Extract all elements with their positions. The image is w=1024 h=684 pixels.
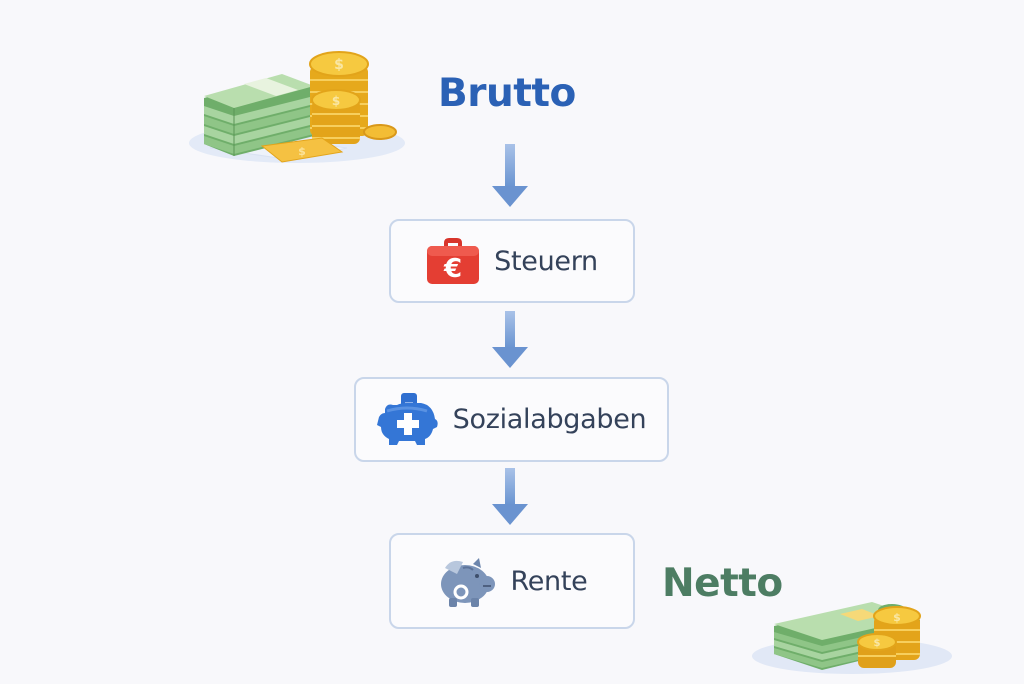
money-stack-coins-icon: $ $ (752, 602, 952, 674)
arrow-down-icon (492, 311, 528, 368)
money-stack-coins-icon: $ $ $ (189, 51, 405, 163)
step-sozialabgaben: Sozialabgaben (354, 377, 669, 462)
step-rente: Rente (389, 533, 635, 629)
step-label: Rente (510, 565, 588, 597)
svg-text:$: $ (874, 638, 881, 649)
step-label: Steuern (494, 245, 598, 277)
svg-text:$: $ (332, 94, 340, 108)
step-label: Sozialabgaben (452, 404, 647, 435)
arrow-down-icon (492, 144, 528, 207)
tax-briefcase-euro-icon: € (427, 238, 480, 284)
step-steuern: € Steuern (389, 219, 635, 303)
brutto-label: Brutto (438, 71, 576, 116)
netto-label: Netto (662, 561, 783, 606)
health-piggybank-cross-icon (376, 392, 438, 445)
brutto-money-illustration: $ $ $ (182, 48, 412, 168)
pension-piggybank-icon (440, 558, 495, 607)
svg-text:$: $ (298, 145, 306, 158)
netto-money-illustration: $ $ (752, 590, 962, 680)
arrow-down-icon (492, 468, 528, 525)
svg-text:€: € (443, 254, 462, 284)
svg-text:$: $ (334, 57, 344, 73)
svg-text:$: $ (893, 611, 901, 624)
